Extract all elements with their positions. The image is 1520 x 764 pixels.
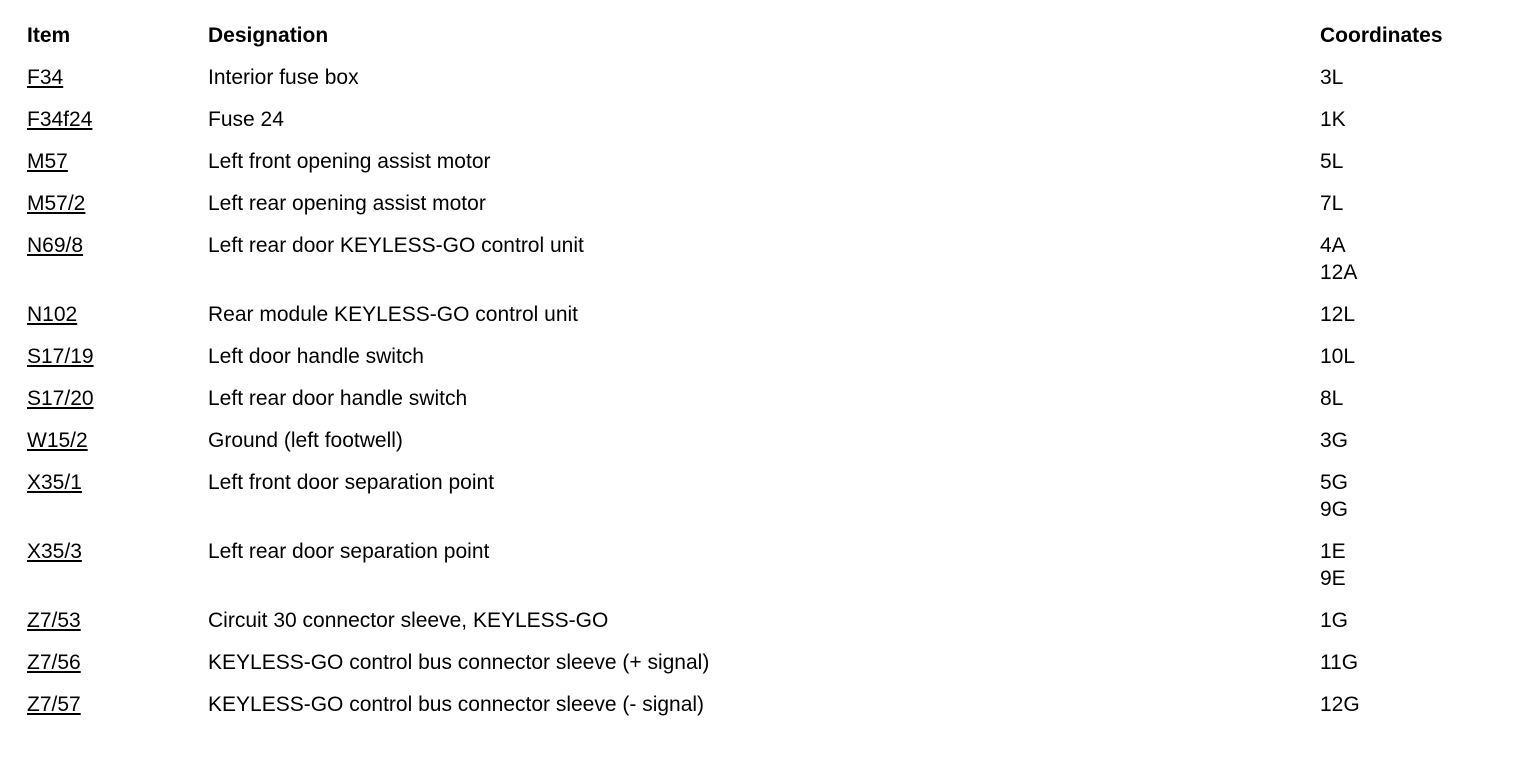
item-code-link[interactable]: F34f24 xyxy=(27,108,93,131)
coordinate-value: 8L xyxy=(1320,387,1344,410)
item-cell: M57/2 xyxy=(27,190,208,217)
item-cell: Z7/56 xyxy=(27,649,208,676)
coordinate-value: 3L xyxy=(1320,66,1344,89)
designation-text: Left front door separation point xyxy=(208,471,495,494)
item-code-link[interactable]: Z7/57 xyxy=(27,693,81,716)
item-code-link[interactable]: F34 xyxy=(27,66,64,89)
designation-text: Ground (left footwell) xyxy=(208,429,403,452)
table-row: Z7/53 Circuit 30 connector sleeve, KEYLE… xyxy=(27,607,1520,634)
designation-text: Rear module KEYLESS-GO control unit xyxy=(208,303,579,326)
table-row: Z7/56 KEYLESS-GO control bus connector s… xyxy=(27,649,1520,676)
item-code-link[interactable]: N102 xyxy=(27,303,78,326)
item-code-link[interactable]: X35/3 xyxy=(27,540,82,563)
coordinate-value: 12A xyxy=(1320,261,1358,284)
coordinate-value: 12G xyxy=(1320,693,1360,716)
designation-text: Left front opening assist motor xyxy=(208,150,491,173)
item-cell: F34 xyxy=(27,64,208,91)
table-row: X35/3 Left rear door separation point 1E… xyxy=(27,538,1520,592)
designation-text: KEYLESS-GO control bus connector sleeve … xyxy=(208,651,710,674)
table-row: S17/19 Left door handle switch 10L xyxy=(27,343,1520,370)
item-cell: W15/2 xyxy=(27,427,208,454)
table-row: N102 Rear module KEYLESS-GO control unit… xyxy=(27,301,1520,328)
designation-text: Left rear opening assist motor xyxy=(208,192,486,215)
coordinates-cell: 1K xyxy=(1320,106,1520,133)
coordinate-value: 1G xyxy=(1320,609,1349,632)
coordinates-cell: 5L xyxy=(1320,148,1520,175)
coordinates-cell: 12L xyxy=(1320,301,1520,328)
table-body: F34 Interior fuse box 3L F34f24 Fuse 24 … xyxy=(27,64,1520,718)
component-legend-table: Item Designation Coordinates F34 Interio… xyxy=(27,22,1520,718)
item-cell: N102 xyxy=(27,301,208,328)
designation-text: Fuse 24 xyxy=(208,108,284,131)
coordinates-cell: 12G xyxy=(1320,691,1520,718)
coordinate-value: 4A xyxy=(1320,234,1346,257)
item-code-link[interactable]: M57/2 xyxy=(27,192,86,215)
item-code-link[interactable]: Z7/56 xyxy=(27,651,81,674)
table-row: M57 Left front opening assist motor 5L xyxy=(27,148,1520,175)
coordinates-cell: 3G xyxy=(1320,427,1520,454)
table-header-row: Item Designation Coordinates xyxy=(27,22,1520,49)
column-header-designation: Designation xyxy=(208,24,329,47)
item-cell: X35/1 xyxy=(27,469,208,496)
designation-text: Left rear door KEYLESS-GO control unit xyxy=(208,234,584,257)
coordinate-value: 9E xyxy=(1320,567,1346,590)
item-code-link[interactable]: Z7/53 xyxy=(27,609,81,632)
table-row: F34f24 Fuse 24 1K xyxy=(27,106,1520,133)
item-code-link[interactable]: S17/20 xyxy=(27,387,94,410)
column-header-item: Item xyxy=(27,24,71,47)
coordinate-value: 12L xyxy=(1320,303,1356,326)
table-row: S17/20 Left rear door handle switch 8L xyxy=(27,385,1520,412)
item-cell: Z7/53 xyxy=(27,607,208,634)
item-cell: S17/20 xyxy=(27,385,208,412)
item-cell: F34f24 xyxy=(27,106,208,133)
coordinate-value: 5G xyxy=(1320,471,1349,494)
designation-text: Left rear door separation point xyxy=(208,540,490,563)
item-code-link[interactable]: M57 xyxy=(27,150,68,173)
item-cell: X35/3 xyxy=(27,538,208,565)
coordinate-value: 9G xyxy=(1320,498,1349,521)
column-header-coordinates: Coordinates xyxy=(1320,24,1443,47)
coordinate-value: 10L xyxy=(1320,345,1356,368)
coordinates-cell: 11G xyxy=(1320,649,1520,676)
coordinate-value: 7L xyxy=(1320,192,1344,215)
coordinates-cell: 7L xyxy=(1320,190,1520,217)
item-code-link[interactable]: N69/8 xyxy=(27,234,84,257)
coordinate-value: 5L xyxy=(1320,150,1344,173)
coordinates-cell: 8L xyxy=(1320,385,1520,412)
designation-text: Left rear door handle switch xyxy=(208,387,468,410)
coordinates-cell: 1G xyxy=(1320,607,1520,634)
designation-text: Interior fuse box xyxy=(208,66,359,89)
table-row: X35/1 Left front door separation point 5… xyxy=(27,469,1520,523)
coordinates-cell: 10L xyxy=(1320,343,1520,370)
table-row: N69/8 Left rear door KEYLESS-GO control … xyxy=(27,232,1520,286)
item-cell: S17/19 xyxy=(27,343,208,370)
item-cell: N69/8 xyxy=(27,232,208,259)
item-cell: M57 xyxy=(27,148,208,175)
item-code-link[interactable]: W15/2 xyxy=(27,429,88,452)
item-code-link[interactable]: S17/19 xyxy=(27,345,94,368)
table-row: Z7/57 KEYLESS-GO control bus connector s… xyxy=(27,691,1520,718)
table-row: F34 Interior fuse box 3L xyxy=(27,64,1520,91)
coordinate-value: 1E xyxy=(1320,540,1346,563)
designation-text: Left door handle switch xyxy=(208,345,424,368)
table-row: M57/2 Left rear opening assist motor 7L xyxy=(27,190,1520,217)
coordinate-value: 11G xyxy=(1320,651,1359,674)
coordinate-value: 1K xyxy=(1320,108,1346,131)
designation-text: KEYLESS-GO control bus connector sleeve … xyxy=(208,693,705,716)
designation-text: Circuit 30 connector sleeve, KEYLESS-GO xyxy=(208,609,609,632)
coordinate-value: 3G xyxy=(1320,429,1349,452)
coordinates-cell: 3L xyxy=(1320,64,1520,91)
table-row: W15/2 Ground (left footwell) 3G xyxy=(27,427,1520,454)
item-cell: Z7/57 xyxy=(27,691,208,718)
item-code-link[interactable]: X35/1 xyxy=(27,471,82,494)
